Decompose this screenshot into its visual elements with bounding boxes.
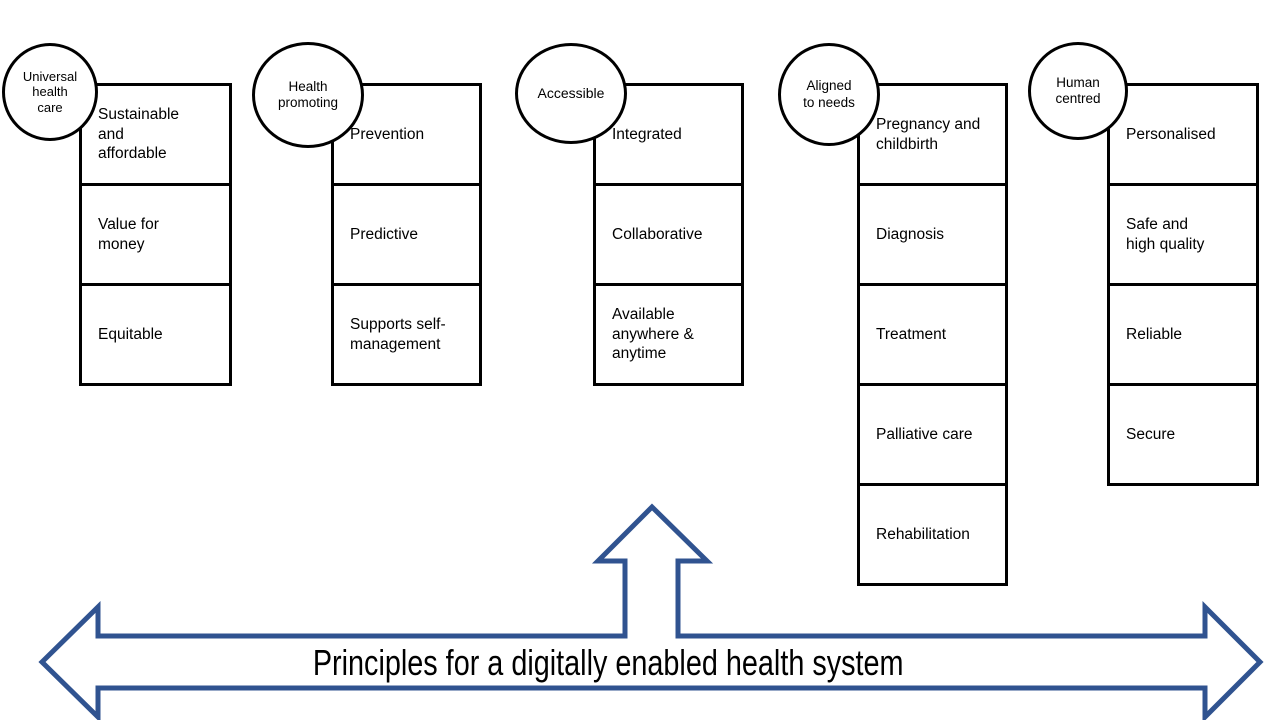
pillar-box-label: Personalised (1126, 125, 1216, 143)
pillar-box-label: Treatment (876, 325, 947, 343)
pillar-circle: Universal health care (2, 43, 98, 141)
pillar-box-label: Pregnancy and childbirth (876, 116, 981, 153)
pillar-box-label: Predictive (350, 225, 419, 243)
pillar-box: Sustainable and affordable (79, 83, 232, 186)
pillar-box: Value for money (79, 183, 232, 286)
pillar-circle-label: Human centred (1055, 74, 1101, 106)
pillar-box-label: Available anywhere & anytime (612, 306, 694, 363)
pillar-box-label: Secure (1126, 425, 1176, 443)
pillar-box: Supports self- management (331, 283, 482, 386)
pillar-box-label: Equitable (98, 325, 163, 343)
pillar-box-label: Palliative care (876, 425, 973, 443)
pillar-box-label: Sustainable and affordable (98, 106, 180, 163)
pillar-box-label: Safe and high quality (1126, 216, 1205, 253)
pillar-box: Treatment (857, 283, 1008, 386)
pillar-circle-label: Health promoting (277, 78, 339, 110)
pillar-box-label: Integrated (612, 125, 682, 143)
pillar-circle-label: Aligned to needs (803, 78, 855, 110)
pillar-box: Collaborative (593, 183, 744, 286)
pillar-box: Available anywhere & anytime (593, 283, 744, 386)
double-arrow-with-up-arrow-shape (38, 503, 1264, 720)
pillar-box: Equitable (79, 283, 232, 386)
banner-title: Principles for a digitally enabled healt… (0, 639, 1216, 687)
pillar-box-label: Rehabilitation (876, 525, 970, 543)
pillar-box-label: Prevention (350, 125, 425, 143)
pillar-box-label: Collaborative (612, 225, 703, 243)
pillar-box: Diagnosis (857, 183, 1008, 286)
pillar-circle: Health promoting (252, 42, 364, 148)
pillar-circle-label: Accessible (537, 85, 605, 102)
pillar-box: Rehabilitation (857, 483, 1008, 586)
pillar-box: Palliative care (857, 383, 1008, 486)
pillar-circle: Human centred (1028, 42, 1128, 140)
pillar-box-label: Diagnosis (876, 225, 945, 243)
pillar-box: Reliable (1107, 283, 1259, 386)
pillar-circle: Accessible (515, 43, 627, 144)
pillar-box: Prevention (331, 83, 482, 186)
banner-title-text: Principles for a digitally enabled healt… (312, 642, 904, 683)
pillar-box: Pregnancy and childbirth (857, 83, 1008, 186)
pillar-box-label: Value for money (98, 216, 159, 253)
pillar-box-label: Supports self- management (350, 316, 446, 353)
pillar-circle-label: Universal health care (22, 68, 78, 115)
pillar-box: Personalised (1107, 83, 1259, 186)
pillar-box-label: Reliable (1126, 325, 1183, 343)
pillar-box: Safe and high quality (1107, 183, 1259, 286)
pillar-box: Secure (1107, 383, 1259, 486)
pillar-circle: Aligned to needs (778, 43, 880, 146)
pillar-box: Predictive (331, 183, 482, 286)
